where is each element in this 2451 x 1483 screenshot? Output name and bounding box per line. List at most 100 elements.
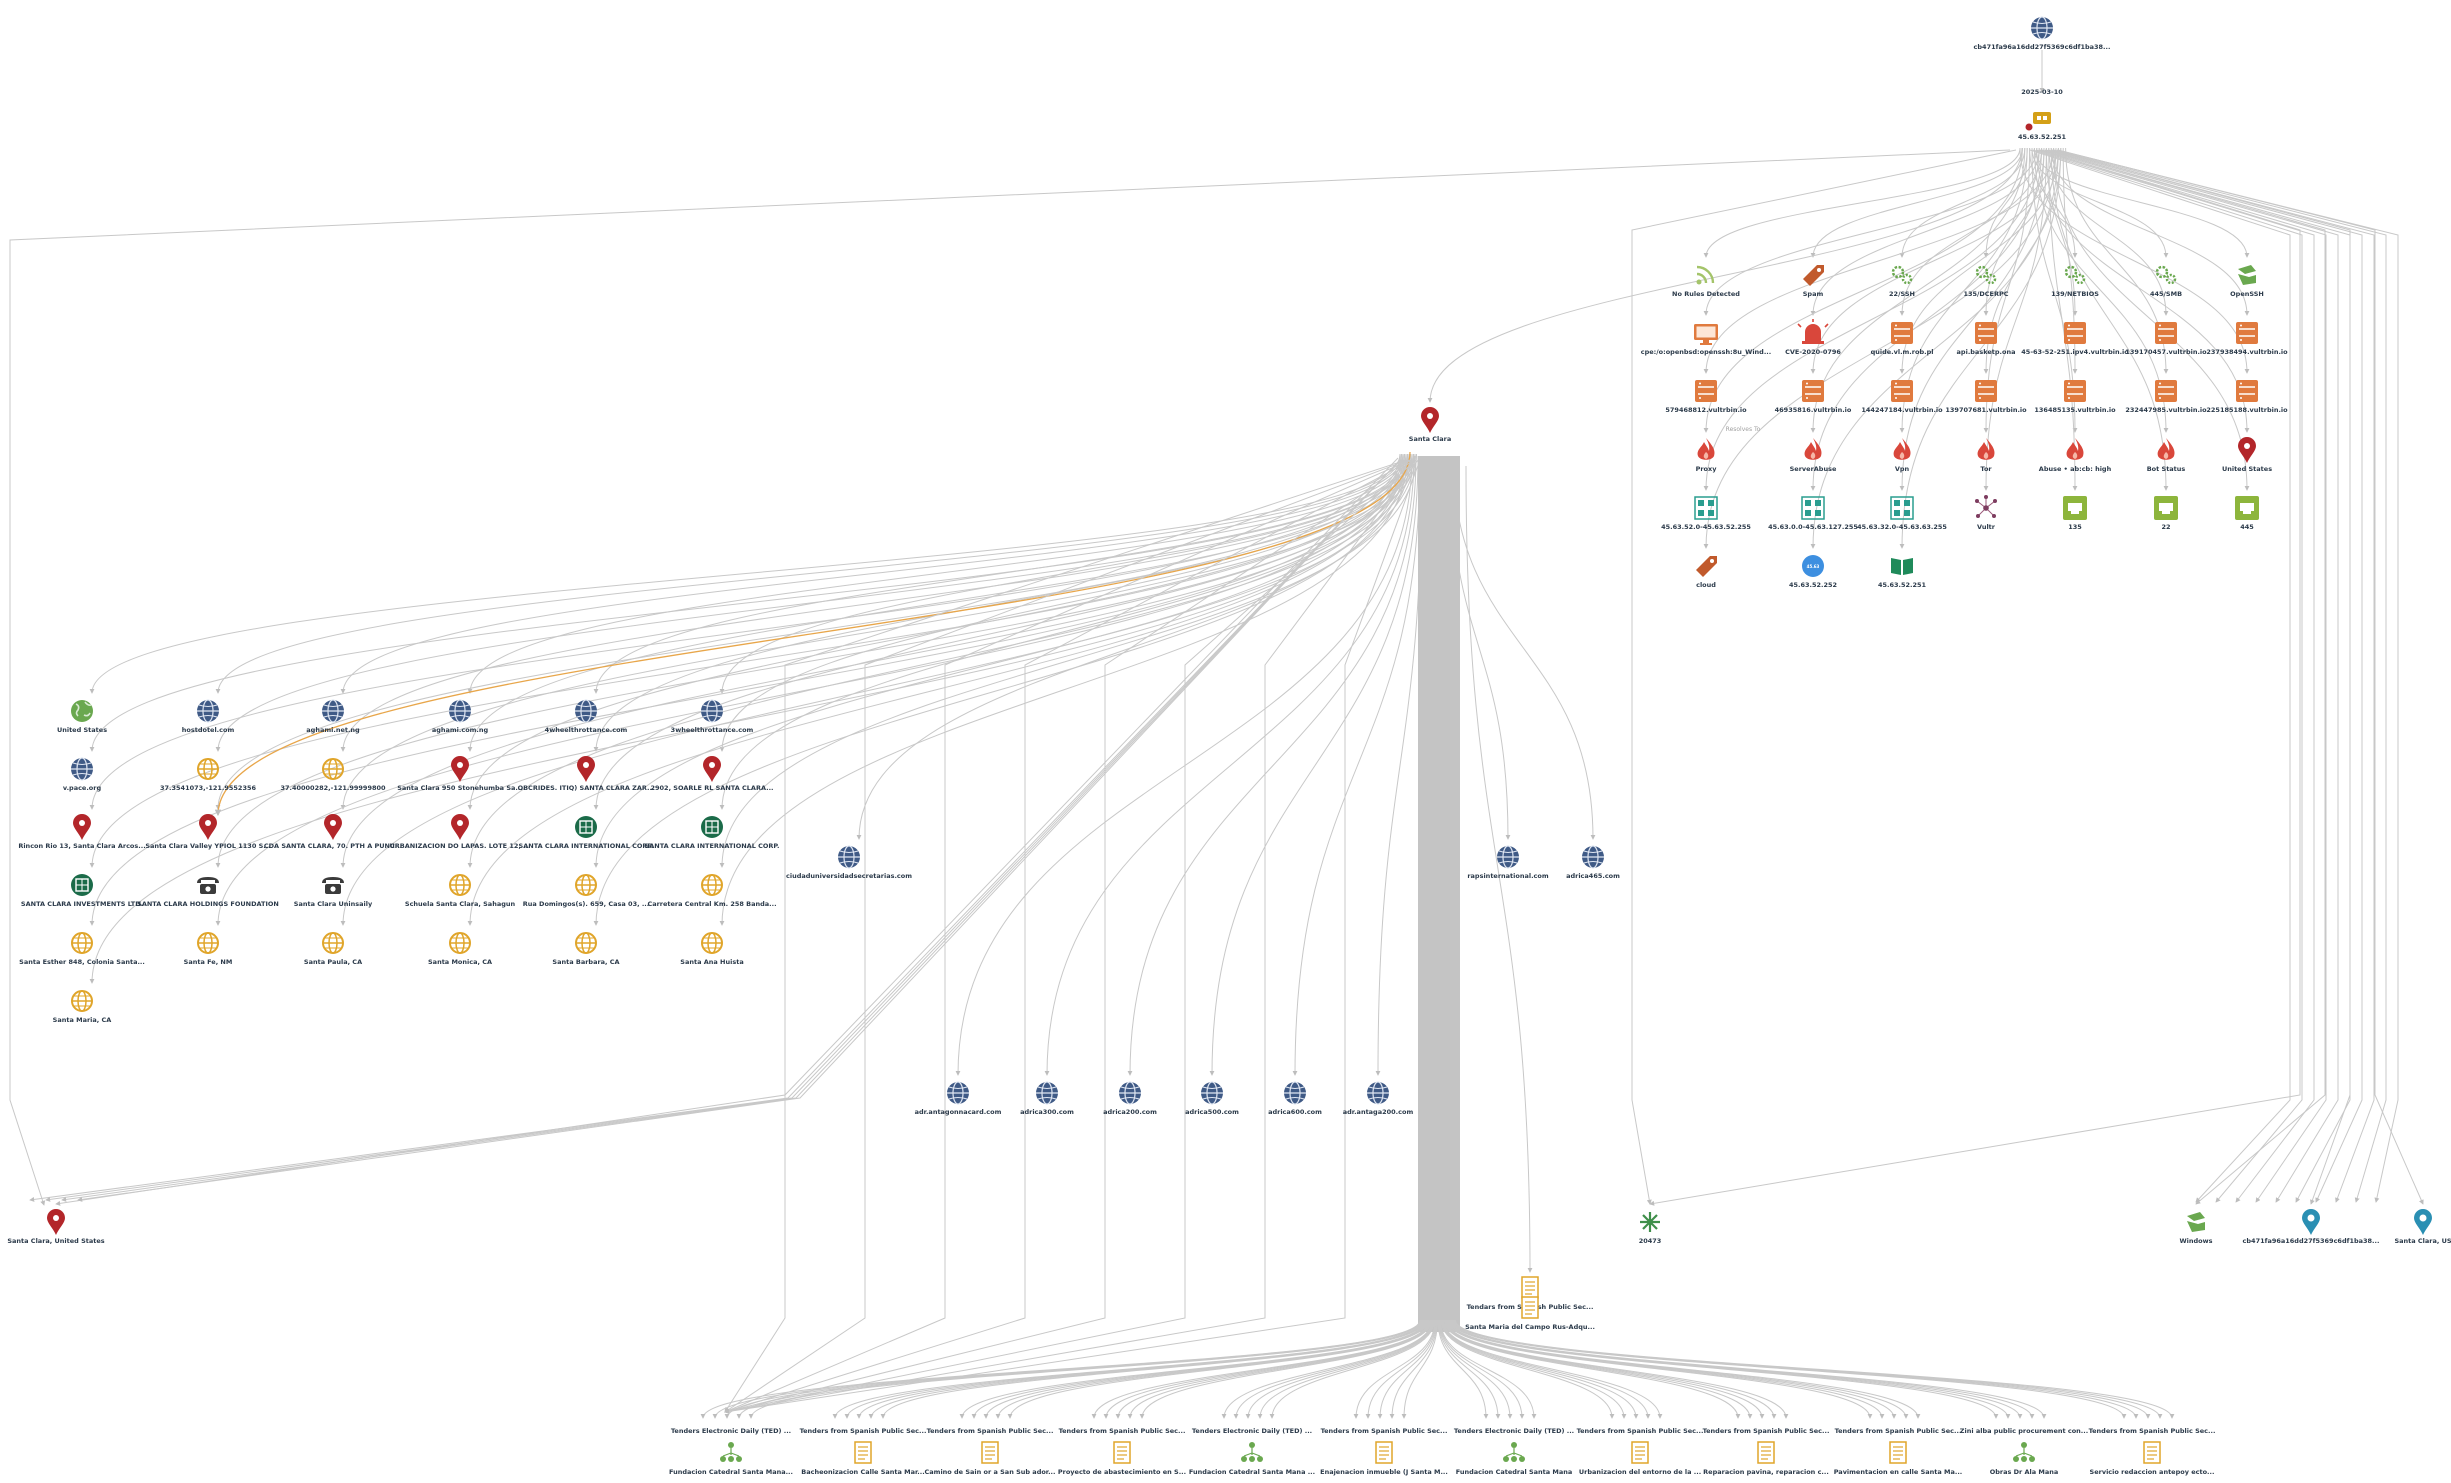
graph-node[interactable]: Rincon Rio 13, Santa Clara Arcos...: [18, 814, 146, 850]
graph-node[interactable]: CVE-2020-0796: [1785, 319, 1841, 356]
graph-node[interactable]: URBANIZACION DO LAPAS. LOTE 12, ...: [389, 814, 531, 850]
graph-node[interactable]: Tenders from Spanish Public Sec...Enajen…: [1320, 1427, 1448, 1476]
graph-node[interactable]: SANTA CLARA INTERNATIONAL CORP.: [519, 816, 654, 850]
graph-node[interactable]: 20473: [1639, 1212, 1662, 1245]
graph-node[interactable]: SANTA CLARA HOLDINGS FOUNDATION: [137, 877, 279, 908]
graph-node[interactable]: cb471fa96a16dd27f5369c6df1ba38...: [2243, 1209, 2380, 1245]
graph-node[interactable]: Proxy: [1696, 438, 1718, 473]
graph-node[interactable]: Santa Clara Uninsaily: [294, 877, 373, 908]
graph-node[interactable]: Carretera Central Km. 258 Banda...: [647, 874, 777, 908]
graph-node[interactable]: 144247184.vultrbin.io: [1861, 380, 1943, 414]
graph-node[interactable]: CDA SANTA CLARA, 70. PTH A PUNC...: [264, 814, 402, 850]
graph-node[interactable]: Santa Esther 848, Colonia Santa...: [19, 932, 145, 966]
graph-node[interactable]: adrica300.com: [1020, 1081, 1074, 1116]
graph-node[interactable]: 37.3541073,-121.9552356: [160, 758, 257, 792]
graph-node[interactable]: 4wheelthrottance.com: [545, 699, 628, 734]
graph-node[interactable]: ciudaduniversidadsecretarias.com: [786, 845, 912, 880]
graph-node[interactable]: Santa Maria del Campo Rus-Adqu...: [1465, 1296, 1595, 1331]
graph-node[interactable]: 45.63.52.0-45.63.52.255: [1661, 496, 1751, 531]
graph-node[interactable]: 46935816.vultrbin.io: [1775, 380, 1852, 414]
graph-node[interactable]: rapsinternational.com: [1467, 845, 1549, 880]
graph-node[interactable]: quide.vl.m.rob.pl: [1871, 322, 1934, 356]
graph-node[interactable]: 237938494.vultrbin.io: [2206, 322, 2288, 356]
globe-icon: [1036, 1081, 1058, 1105]
graph-node[interactable]: adr.antaga200.com: [1343, 1081, 1414, 1116]
graph-node[interactable]: 139170457.vultrbin.io: [2125, 322, 2207, 356]
graph-node[interactable]: 445: [2235, 496, 2259, 531]
graph-node[interactable]: OBCRIDES. ITIQ) SANTA CLARA ZAR...: [518, 756, 655, 792]
graph-node[interactable]: Santa Monica, CA: [428, 932, 492, 966]
graph-node[interactable]: Santa Paula, CA: [304, 932, 362, 966]
graph-node[interactable]: Schuela Santa Clara, Sahagun: [405, 874, 516, 908]
graph-node[interactable]: 445/SMB: [2150, 265, 2182, 298]
graph-node[interactable]: Tor: [1977, 438, 1995, 473]
graph-node[interactable]: 225185188.vultrbin.io: [2206, 380, 2288, 414]
graph-node[interactable]: Vpn: [1893, 438, 1911, 473]
graph-node[interactable]: Santa Maria, CA: [53, 990, 112, 1024]
graph-node[interactable]: OpenSSH: [2230, 265, 2264, 298]
graph-node[interactable]: v.pace.org: [63, 757, 102, 792]
graph-node[interactable]: Windows: [2179, 1212, 2213, 1245]
graph-node[interactable]: 45.63.52.251: [1878, 558, 1927, 589]
graph-node[interactable]: Bot Status: [2147, 438, 2186, 473]
graph-node[interactable]: Vultr: [1975, 495, 1997, 531]
graph-node[interactable]: United States: [57, 700, 107, 734]
graph-node[interactable]: ServerAbuse: [1790, 438, 1837, 473]
graph-node[interactable]: 139707681.vultrbin.io: [1945, 380, 2027, 414]
graph-node[interactable]: 135: [2063, 496, 2087, 531]
graph-node[interactable]: 135/DCERPC: [1963, 265, 2009, 298]
graph-node[interactable]: Tenders from Spanish Public Sec...Urbani…: [1577, 1427, 1704, 1476]
graph-node[interactable]: United States: [2222, 437, 2272, 473]
graph-node[interactable]: Santa Ana Huista: [680, 932, 744, 966]
graph-node[interactable]: adrica465.com: [1566, 845, 1620, 880]
graph-node[interactable]: Tenders from Spanish Public Sec...Servic…: [2089, 1427, 2216, 1476]
graph-node[interactable]: SANTA CLARA INTERNATIONAL CORP.: [645, 816, 780, 850]
graph-node[interactable]: Tenders from Spanish Public Sec...Proyec…: [1058, 1427, 1186, 1476]
graph-node[interactable]: 232447985.vultrbin.io: [2125, 380, 2207, 414]
graph-node[interactable]: api.basketp.ona: [1957, 322, 2016, 356]
graph-node[interactable]: Santa Fe, NM: [184, 932, 233, 966]
graph-node[interactable]: aghami.net.ng: [306, 699, 360, 734]
graph-node[interactable]: 579468812.vultrbin.io: [1665, 380, 1747, 414]
graph-node[interactable]: 37.40000282,-121.99999800: [280, 758, 386, 792]
graph-node[interactable]: 22: [2154, 496, 2178, 531]
graph-node[interactable]: Santa Clara: [1409, 407, 1451, 443]
graph-node[interactable]: 45-63-52-251.ipv4.vultrbin.io: [2021, 322, 2129, 356]
graph-node[interactable]: Santa Clara, United States: [7, 1209, 105, 1245]
graph-node[interactable]: Tenders Electronic Daily (TED) ...Fundac…: [1189, 1427, 1315, 1476]
graph-node[interactable]: 45.63.0.0-45.63.127.255: [1768, 496, 1858, 531]
graph-node[interactable]: adrica600.com: [1268, 1081, 1322, 1116]
graph-node[interactable]: Tenders Electronic Daily (TED) ...Fundac…: [1454, 1427, 1574, 1476]
graph-node[interactable]: 136485135.vultrbin.io: [2034, 380, 2116, 414]
graph-node[interactable]: Rua Domingos(s). 659, Casa 03, ...: [523, 874, 649, 908]
graph-node[interactable]: adrica500.com: [1185, 1081, 1239, 1116]
graph-node[interactable]: hostdotel.com: [182, 699, 235, 734]
graph-node[interactable]: 3wheelthrottance.com: [671, 699, 754, 734]
graph-node[interactable]: adr.antagonnacard.com: [915, 1081, 1002, 1116]
graph-node[interactable]: aghami.com.ng: [432, 699, 489, 734]
graph-node[interactable]: 139/NETBIOS: [2051, 265, 2099, 298]
graph-node[interactable]: adrica200.com: [1103, 1081, 1157, 1116]
graph-node[interactable]: Tenders from Spanish Public Sec...Camino…: [925, 1427, 1056, 1476]
graph-node[interactable]: Tenders from Spanish Public Sec...Bacheo…: [800, 1427, 927, 1476]
graph-node[interactable]: SANTA CLARA INVESTMENTS LTD.: [21, 874, 143, 908]
graph-node[interactable]: 2902, SOARLE RL SANTA CLARA...: [650, 756, 774, 792]
graph-node[interactable]: Santa Clara 950 Stonehumba Sa...: [397, 756, 523, 792]
graph-node[interactable]: cpe:/o:openbsd:openssh:8u_Wind...: [1641, 324, 1772, 356]
graph-node[interactable]: Tenders from Spanish Public Sec...Repara…: [1703, 1427, 1830, 1476]
graph-node[interactable]: cloud: [1696, 556, 1717, 589]
graph-node[interactable]: Tenders Electronic Daily (TED) ...Fundac…: [669, 1427, 793, 1476]
graph-node[interactable]: Tenders from Spanish Public Sec...Pavime…: [1834, 1427, 1963, 1476]
graph-node[interactable]: 22/SSH: [1889, 265, 1915, 298]
graph-node[interactable]: Santa Clara Valley YPIOL 1130 S...: [145, 814, 271, 850]
graph-node[interactable]: Abuse • ab:cb: high: [2039, 438, 2112, 473]
graph-node[interactable]: Zini alba public procurement con...Obras…: [1960, 1427, 2088, 1476]
graph-node[interactable]: No Rules Detected: [1672, 265, 1740, 298]
graph-node[interactable]: Santa Barbara, CA: [552, 932, 620, 966]
graph-node[interactable]: Santa Clara, US: [2394, 1209, 2451, 1245]
graph-node[interactable]: 45.63.32.0-45.63.63.255: [1857, 496, 1947, 531]
graph-node[interactable]: cb471fa96a16dd27f5369c6df1ba38...: [1974, 16, 2111, 51]
graph-node[interactable]: Spam: [1803, 265, 1824, 298]
